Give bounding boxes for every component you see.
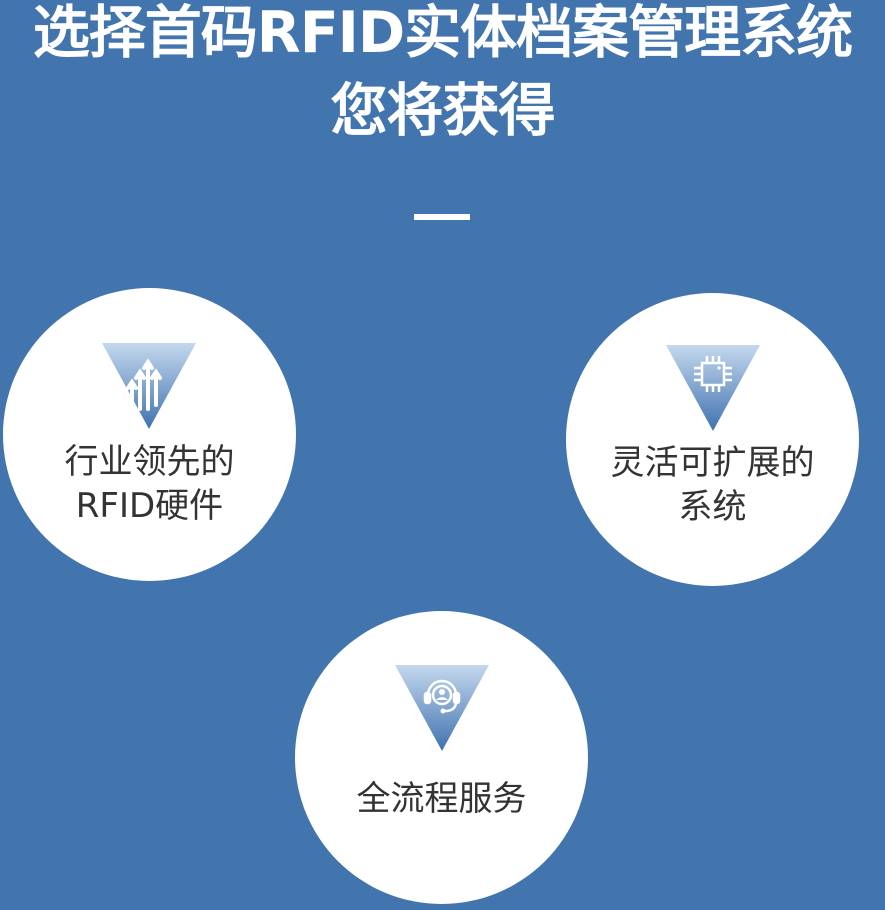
- feature-card-system: 灵活可扩展的 系统: [566, 293, 859, 586]
- feature-label: 全流程服务: [295, 777, 588, 821]
- feature-label-line2: RFID硬件: [75, 486, 224, 526]
- arrows-up-icon: [102, 343, 196, 429]
- feature-label-line1: 全流程服务: [356, 779, 527, 819]
- feature-label: 行业领先的 RFID硬件: [3, 440, 296, 528]
- headset-service-icon: [395, 665, 489, 751]
- feature-card-service: 全流程服务: [295, 611, 588, 904]
- feature-label-line1: 灵活可扩展的: [610, 443, 815, 483]
- title-divider: [414, 214, 470, 220]
- feature-label-line2: 系统: [678, 487, 747, 527]
- page-subtitle: 您将获得: [330, 78, 556, 144]
- feature-label-line1: 行业领先的: [64, 442, 235, 482]
- feature-label: 灵活可扩展的 系统: [566, 441, 859, 529]
- feature-card-hardware: 行业领先的 RFID硬件: [3, 288, 296, 581]
- page-title: 选择首码RFID实体档案管理系统: [32, 0, 853, 66]
- chip-icon: [666, 345, 760, 431]
